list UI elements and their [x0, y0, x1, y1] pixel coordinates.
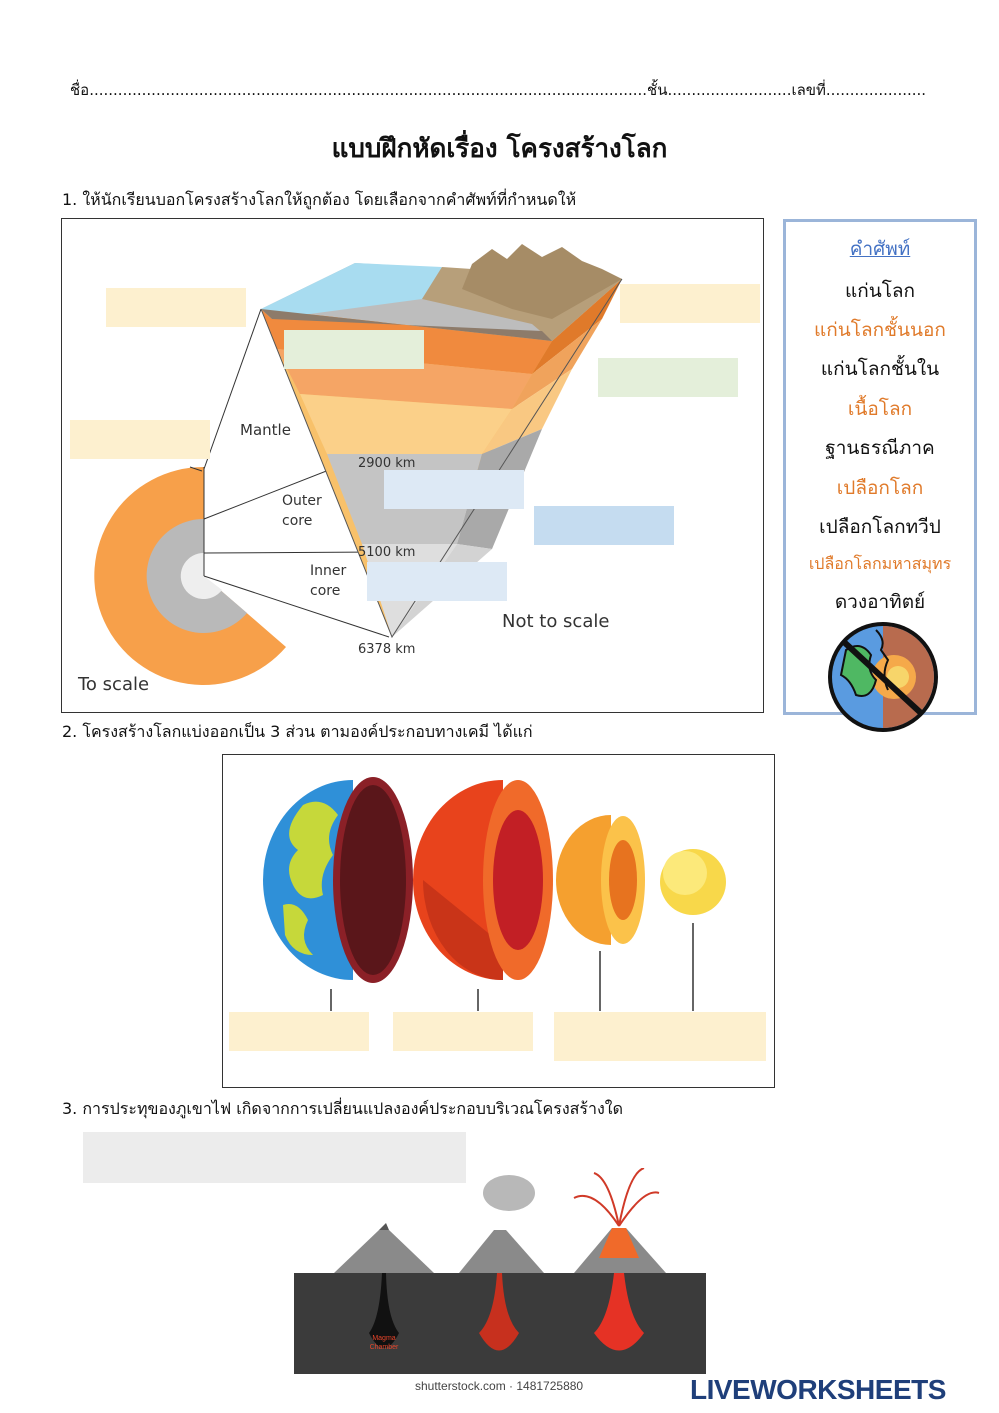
word-bank-word-9: ดวงอาทิตย์	[786, 587, 974, 617]
answer-box-1[interactable]	[106, 288, 246, 327]
word-bank-word-3: แก่นโลกชั้นใน	[786, 354, 974, 384]
outer-core-label-1: Outer	[282, 493, 322, 509]
word-bank-word-1: แก่นโลก	[786, 276, 974, 306]
earth-layers-icon	[826, 620, 942, 736]
page-title: แบบฝึกหัดเรื่อง โครงสร้างโลก	[0, 128, 999, 169]
volcano-illustration: Magma Chamber	[294, 1168, 706, 1374]
magma-label-1: Magma	[372, 1335, 395, 1342]
not-to-scale-label: Not to scale	[502, 611, 609, 632]
word-bank-word-5: ฐานธรณีภาค	[786, 433, 974, 463]
magma-label-2: Chamber	[370, 1344, 399, 1351]
q2-answer-box-2[interactable]	[393, 1012, 533, 1051]
depth-5100-label: 5100 km	[358, 545, 415, 560]
answer-box-6[interactable]	[384, 470, 524, 509]
image-credit: shutterstock.com · 1481725880	[415, 1379, 583, 1393]
answer-box-7[interactable]	[534, 506, 674, 545]
inner-core-label-1: Inner	[310, 563, 346, 579]
to-scale-label: To scale	[77, 674, 149, 695]
word-bank-title: คำศัพท์	[786, 234, 974, 264]
word-bank-word-2: แก่นโลกชั้นนอก	[786, 315, 974, 345]
answer-box-3[interactable]	[284, 330, 424, 369]
word-bank-word-4: เนื้อโลก	[786, 394, 974, 424]
outer-core-label-2: core	[282, 513, 312, 529]
depth-6378-label: 6378 km	[358, 642, 415, 657]
answer-box-5[interactable]	[70, 420, 210, 459]
question-2: 2. โครงสร้างโลกแบ่งออกเป็น 3 ส่วน ตามองค…	[62, 720, 533, 745]
liveworksheets-logo: LIVEWORKSHEETS	[690, 1374, 946, 1406]
word-bank-panel: คำศัพท์ แก่นโลก แก่นโลกชั้นนอก แก่นโลกชั…	[783, 219, 977, 715]
word-bank-word-6: เปลือกโลก	[786, 473, 974, 503]
word-bank-word-8: เปลือกโลกมหาสมุทร	[786, 552, 974, 577]
student-info-line: ชื่อ....................................…	[70, 78, 926, 102]
mantle-label: Mantle	[240, 421, 291, 439]
answer-box-2[interactable]	[620, 284, 760, 323]
word-bank-word-7: เปลือกโลกทวีป	[786, 512, 974, 542]
q2-answer-box-3[interactable]	[554, 1012, 766, 1061]
earth-crust-illustration	[263, 777, 413, 983]
depth-2900-label: 2900 km	[358, 456, 415, 471]
inner-core-illustration	[660, 849, 726, 915]
core-illustration	[556, 815, 645, 945]
question-3: 3. การประทุของภูเขาไฟ เกิดจากการเปลี่ยนแ…	[62, 1097, 623, 1122]
answer-box-4[interactable]	[598, 358, 738, 397]
question-1: 1. ให้นักเรียนบอกโครงสร้างโลกให้ถูกต้อง …	[62, 188, 576, 213]
mantle-illustration	[413, 780, 553, 980]
answer-box-8[interactable]	[367, 562, 507, 601]
inner-core-label-2: core	[310, 583, 340, 599]
q2-answer-box-1[interactable]	[229, 1012, 369, 1051]
